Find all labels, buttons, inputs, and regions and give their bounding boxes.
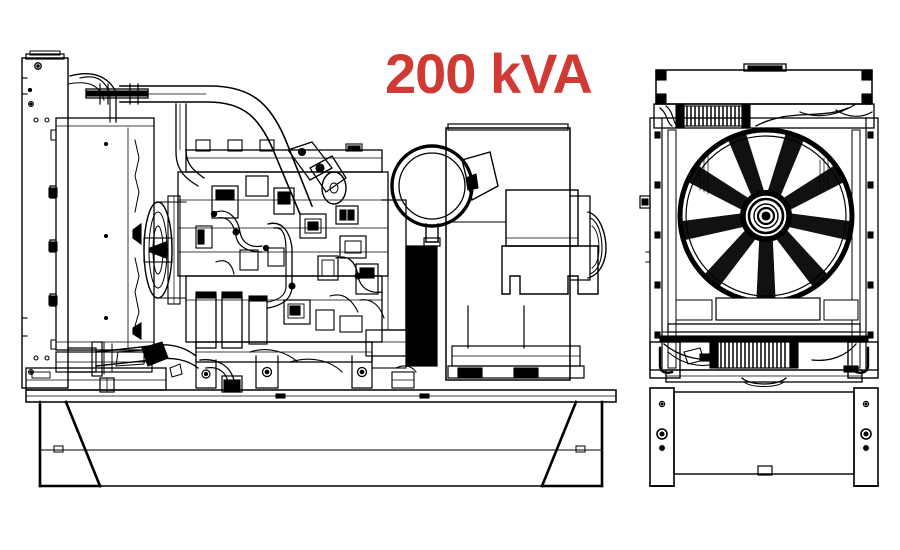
radiator-core-panel — [48, 117, 155, 351]
lifting-brackets — [649, 341, 879, 379]
lower-radiator-section — [659, 323, 869, 387]
engine-block — [143, 139, 411, 369]
air-cleaner — [390, 144, 499, 247]
fan-lower-shroud — [675, 297, 859, 321]
side-elevation-view — [21, 50, 617, 488]
front-elevation-view — [639, 63, 879, 487]
exhaust-manifold-shield — [405, 245, 438, 367]
base-frame-front — [649, 387, 879, 487]
cooling-fan — [677, 127, 855, 305]
radiator-side-panel — [21, 50, 69, 389]
alternator-housing — [445, 123, 607, 381]
page-title: 200 kVA — [385, 42, 593, 105]
crankshaft-pulley — [143, 201, 187, 299]
base-skid-frame — [25, 377, 617, 488]
lower-coolant-piping — [25, 341, 417, 393]
